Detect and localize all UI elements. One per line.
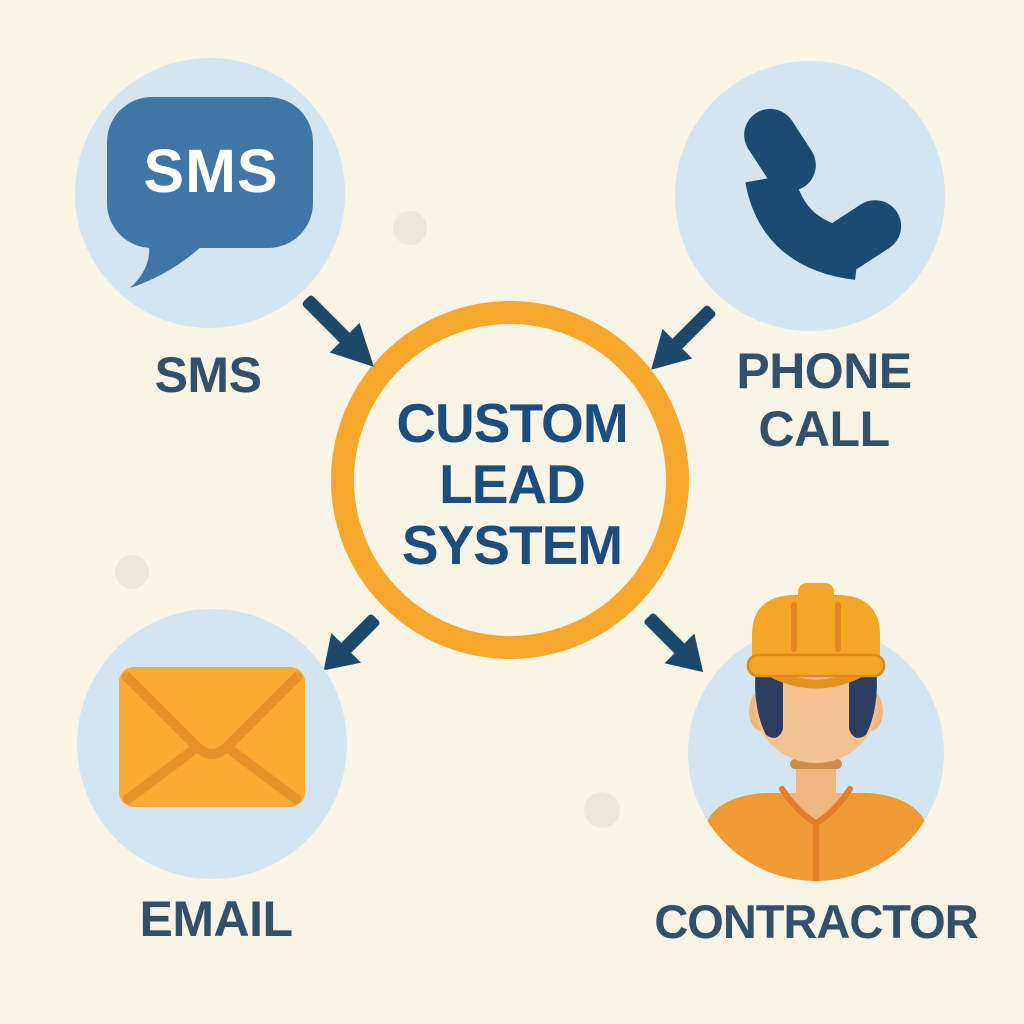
hair-right bbox=[849, 667, 877, 738]
email-label: EMAIL bbox=[139, 891, 293, 947]
central-title-line-2: LEAD bbox=[439, 453, 586, 515]
central-title-line-1: CUSTOM bbox=[396, 392, 628, 454]
speech-bubble-tail bbox=[130, 240, 204, 288]
sms-label: SMS bbox=[154, 347, 262, 403]
arrow-sms-to-center bbox=[302, 295, 374, 367]
phone-mouthpiece bbox=[818, 200, 902, 272]
hair-left bbox=[755, 667, 783, 738]
arrow-phone-to-center bbox=[651, 305, 716, 370]
decor-dot bbox=[393, 211, 427, 245]
sms-bubble-icon bbox=[107, 97, 313, 288]
speech-bubble-body bbox=[107, 97, 313, 248]
envelope-icon bbox=[119, 667, 305, 807]
collar-left bbox=[779, 786, 819, 826]
central-title: CUSTOM LEAD SYSTEM bbox=[337, 393, 687, 576]
phone-icon bbox=[744, 108, 902, 280]
hardhat-brim bbox=[746, 653, 886, 678]
hardhat-dome bbox=[752, 595, 880, 671]
contractor-label: CONTRACTOR bbox=[654, 895, 978, 948]
contractor-chest bbox=[786, 793, 846, 827]
contractor-body bbox=[698, 786, 934, 881]
sms-bubble-text: SMS bbox=[143, 137, 279, 205]
phone-node-circle bbox=[675, 61, 945, 331]
phone-earpiece bbox=[744, 108, 816, 192]
arrow-center-to-contractor bbox=[644, 613, 704, 673]
contractor-avatar-icon bbox=[688, 583, 944, 881]
phone-call-label: PHONE CALL bbox=[736, 343, 912, 457]
decor-dot bbox=[115, 555, 149, 589]
collar-right bbox=[813, 786, 853, 826]
hardhat-under-edge bbox=[769, 669, 863, 689]
envelope-fold-left bbox=[123, 743, 201, 804]
envelope-flap bbox=[122, 672, 302, 759]
envelope-fold-right bbox=[223, 743, 301, 804]
central-title-line-3: SYSTEM bbox=[401, 514, 623, 576]
arrow-center-to-email bbox=[323, 614, 380, 671]
decor-dot bbox=[584, 792, 620, 828]
